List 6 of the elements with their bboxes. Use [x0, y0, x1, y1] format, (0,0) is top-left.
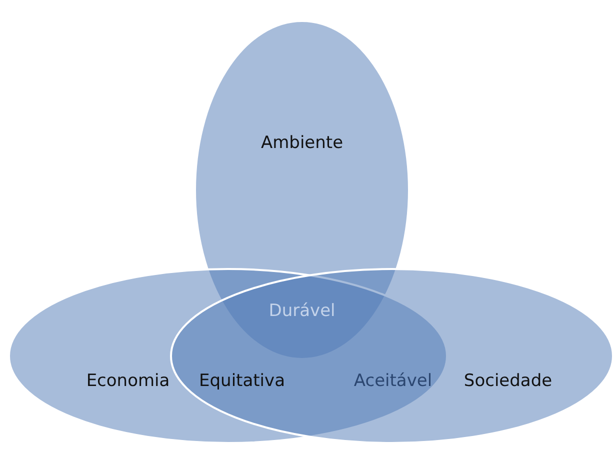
set-label: Economia	[86, 371, 170, 391]
overlap-label: Aceitável	[354, 371, 432, 391]
overlap-label: Equitativa	[199, 371, 285, 391]
set-label: Ambiente	[260, 133, 344, 153]
overlap-label: Durável	[268, 301, 336, 321]
set-label: Sociedade	[464, 371, 552, 391]
